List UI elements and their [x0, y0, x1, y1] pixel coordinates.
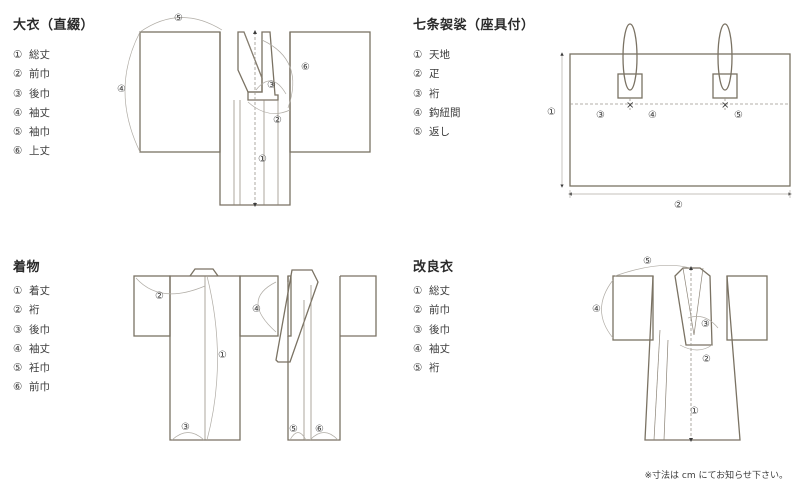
- kesa-callout-2: ②: [674, 200, 683, 211]
- ooe-collar-left: [237, 31, 263, 93]
- ooe-diagram: ⑤ ④ ③ ② ⑥ ①: [117, 13, 371, 207]
- ooe-callout-6: ⑥: [301, 62, 310, 73]
- kairyoe-callout-5: ⑤: [643, 256, 652, 267]
- kesa-ring-right: [712, 73, 738, 99]
- kairyoe-diagram: ⑤ ④ ③ ② ①: [592, 256, 768, 442]
- kesa-body: [569, 53, 791, 187]
- ooe-callout-1: ①: [258, 154, 267, 165]
- kimono-back-callout-2: ②: [155, 291, 164, 302]
- kairyoe-right-sleeve: [726, 275, 768, 341]
- kesa-cord-left: [622, 23, 638, 91]
- kimono-back-diagram: ② ① ③: [133, 268, 279, 441]
- ooe-callout-3: ③: [267, 80, 276, 91]
- ooe-title: 大衣（直綴）: [13, 18, 95, 33]
- kesa-callout-1: ①: [547, 107, 556, 118]
- kimono-back-body: [169, 275, 241, 441]
- svg-text:×: ×: [721, 100, 729, 111]
- kimono-back-left-sleeve: [133, 275, 171, 337]
- kimono-front-callout-6: ⑥: [315, 424, 324, 435]
- kesa-ring-left: [617, 73, 643, 99]
- kesa-cord-right: [717, 23, 733, 91]
- kimono-back-collar: [189, 268, 219, 277]
- ooe-callout-5: ⑤: [174, 13, 183, 24]
- kairyoe-callout-4: ④: [592, 304, 601, 315]
- kimono-front-diagram: ④ ⑤ ⑥: [252, 269, 377, 441]
- kairyoe-left-sleeve: [612, 275, 654, 341]
- kesa-diagram: × × ① ③ ④ ⑤ ②: [547, 23, 792, 211]
- kesa-callout-3: ③: [596, 110, 605, 121]
- kesa-callout-5: ⑤: [734, 110, 743, 121]
- ooe-left-sleeve: [139, 31, 221, 153]
- kimono-front-collar: [275, 269, 319, 363]
- kimono-title: 着物: [13, 260, 41, 275]
- kimono-front-callout-4: ④: [252, 304, 261, 315]
- svg-text:×: ×: [626, 100, 634, 111]
- ooe-callout-2: ②: [273, 115, 282, 126]
- kimono-back-callout-1: ①: [218, 350, 227, 361]
- kimono-front-callout-5: ⑤: [289, 424, 298, 435]
- ooe-right-sleeve: [289, 31, 371, 153]
- kimono-front-body: [287, 276, 341, 441]
- kimono-back-callout-3: ③: [181, 422, 190, 433]
- ooe-callout-4: ④: [117, 84, 126, 95]
- kimono-front-right-sleeve: [340, 275, 377, 337]
- kesa-title: 七条袈裟（座具付）: [413, 18, 535, 33]
- kairyoe-title: 改良衣: [413, 260, 454, 275]
- kesa-callout-4: ④: [648, 110, 657, 121]
- footnote: ※寸法は cm にてお知らせ下さい。: [644, 471, 788, 481]
- kairyoe-callout-3: ③: [701, 319, 710, 330]
- kairyoe-callout-2: ②: [702, 354, 711, 365]
- kairyoe-callout-1: ①: [690, 406, 699, 417]
